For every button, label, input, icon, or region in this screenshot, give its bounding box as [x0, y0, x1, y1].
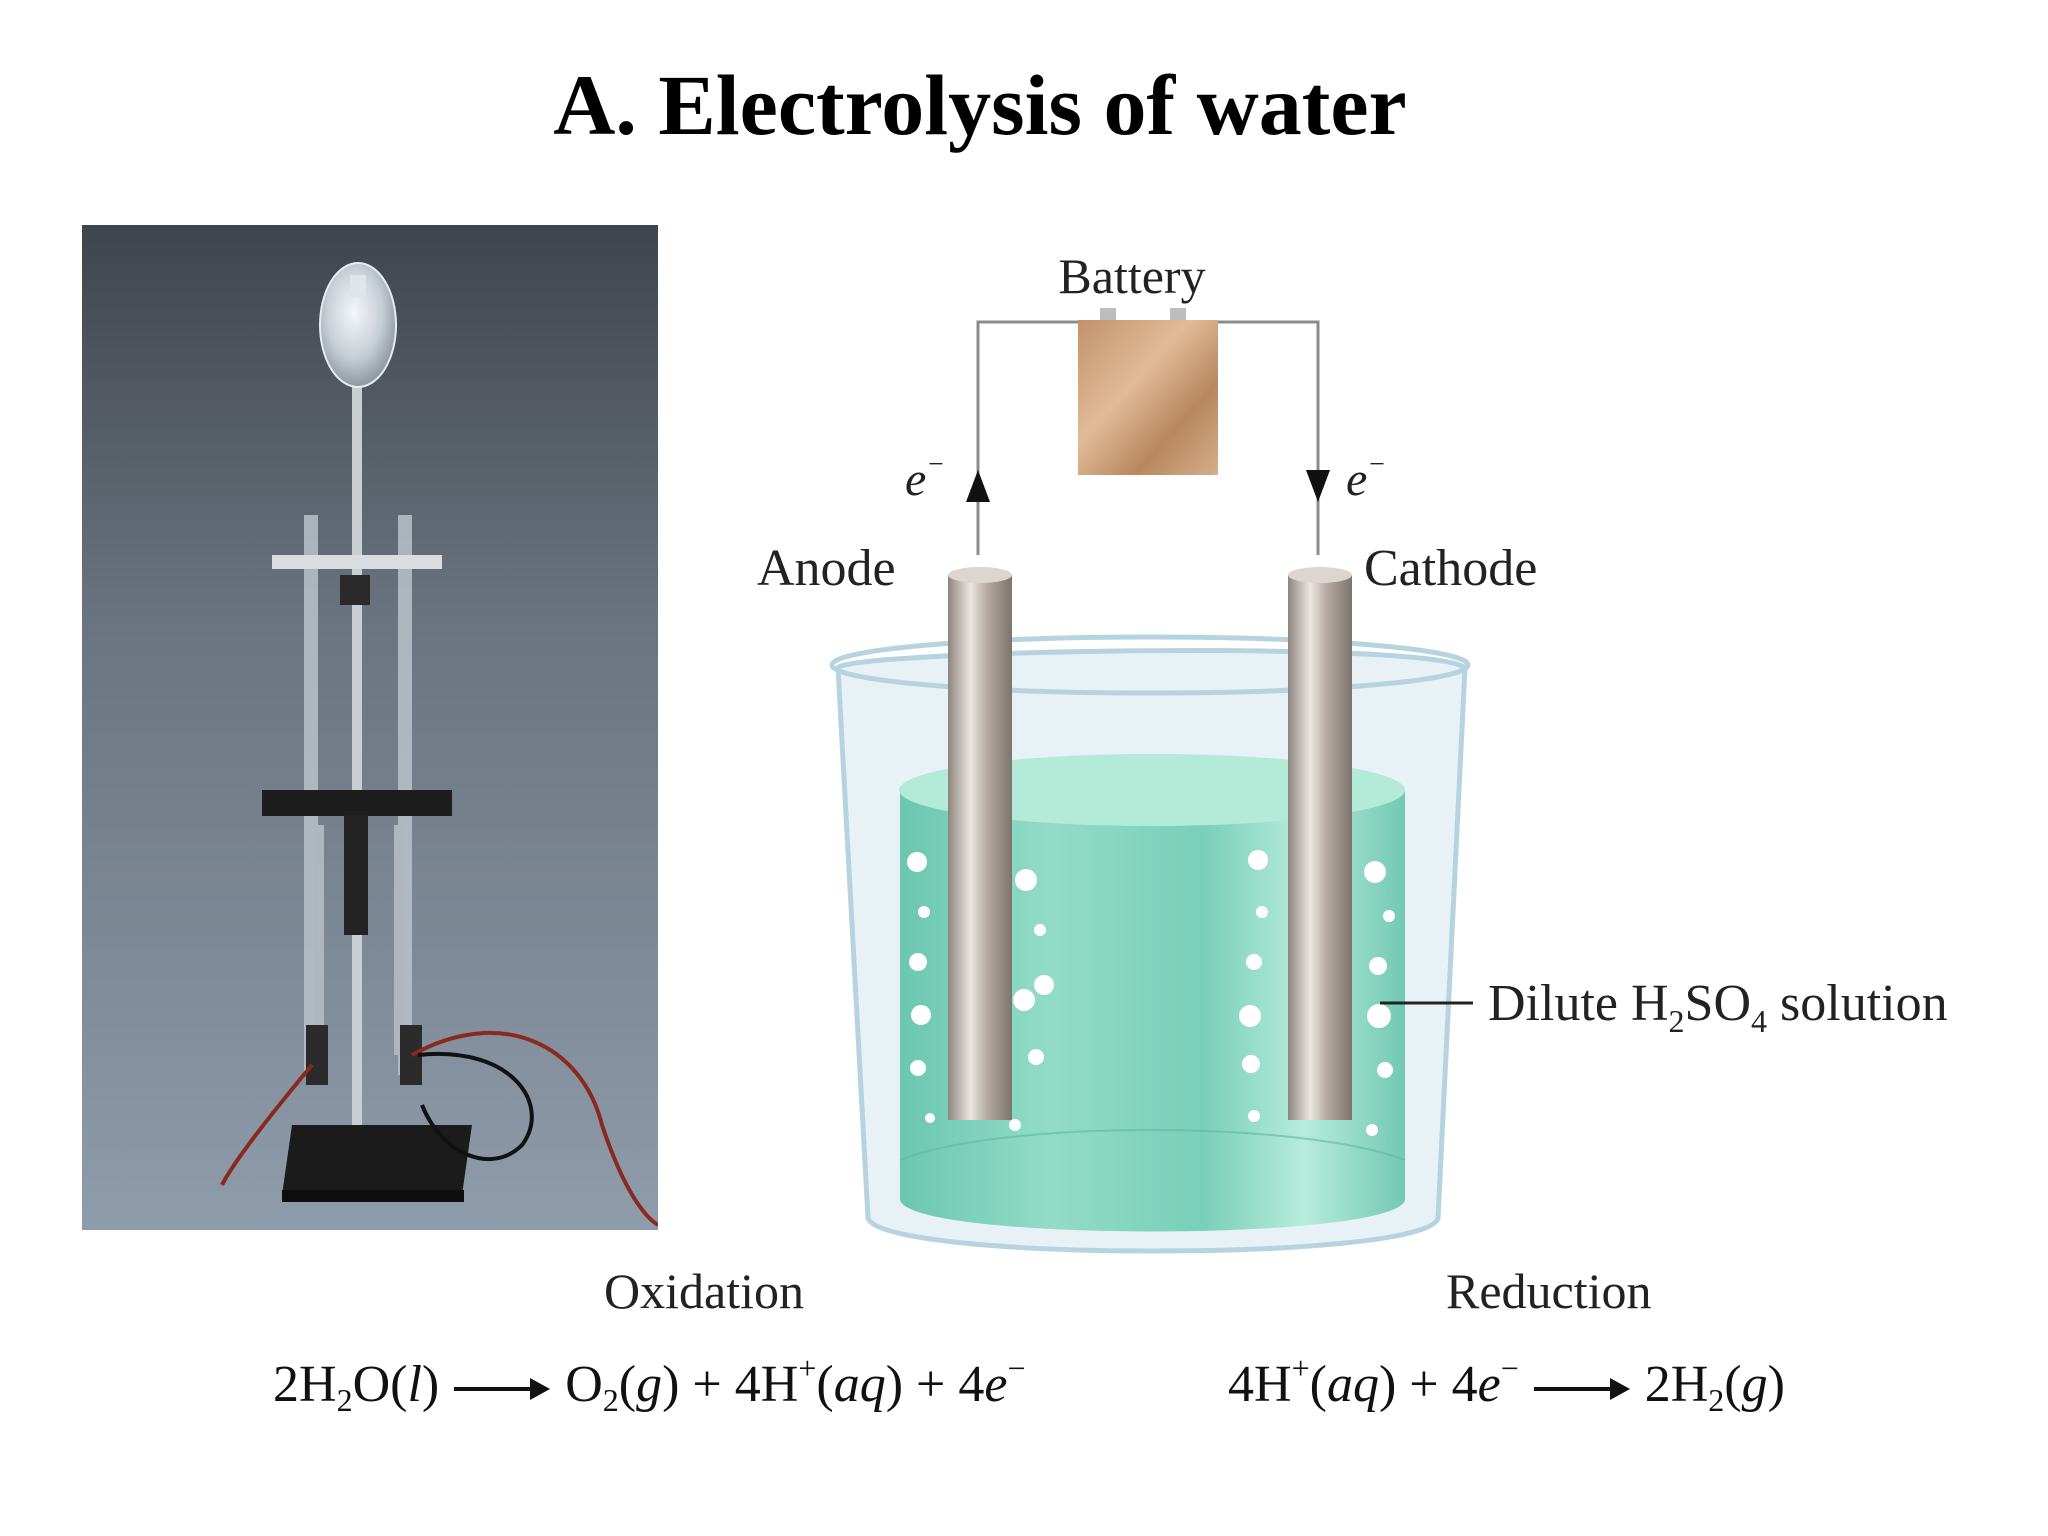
- central-rod: [352, 345, 362, 1125]
- gas-bubbles: [907, 850, 1395, 1136]
- anode-electron-label: e−: [905, 449, 945, 506]
- cathode-electron-arrow: [1306, 470, 1330, 502]
- anode-label: Anode: [757, 540, 896, 597]
- reaction-arrow-icon: [1533, 1378, 1630, 1401]
- funnel-bulb: [319, 262, 397, 388]
- stand-base: [282, 1125, 472, 1195]
- cathode-electrode: [1288, 567, 1352, 1120]
- lower-clamp: [262, 790, 452, 816]
- upper-clamp: [272, 555, 442, 569]
- solution: [900, 790, 1405, 1232]
- battery-label: Battery: [1058, 248, 1205, 304]
- red-wire: [411, 1030, 658, 1227]
- cathode-label: Cathode: [1364, 540, 1537, 597]
- page-title: A. Electrolysis of water: [553, 57, 1407, 153]
- anode-electron-arrow: [966, 470, 990, 502]
- photo-background: [82, 225, 658, 1230]
- reduction-label: Reduction: [1446, 1263, 1652, 1319]
- reduction-equation: 4H+(aq) + 4e− 2H2(g): [1228, 1350, 1785, 1418]
- reaction-arrow-icon: [454, 1378, 551, 1401]
- oxidation-equation: 2H2O(l) O2(g) + 4H+(aq) + 4e−: [273, 1350, 1026, 1418]
- apparatus-photo: [82, 225, 658, 1230]
- cathode-electron-label: e−: [1346, 449, 1386, 506]
- beaker: [829, 634, 1471, 1254]
- anode-electrode: [948, 567, 1012, 1120]
- black-wire: [417, 1051, 534, 1162]
- solution-label: Dilute H2SO4 solution: [1488, 975, 1948, 1039]
- battery: [1078, 308, 1218, 475]
- oxidation-label: Oxidation: [604, 1263, 804, 1319]
